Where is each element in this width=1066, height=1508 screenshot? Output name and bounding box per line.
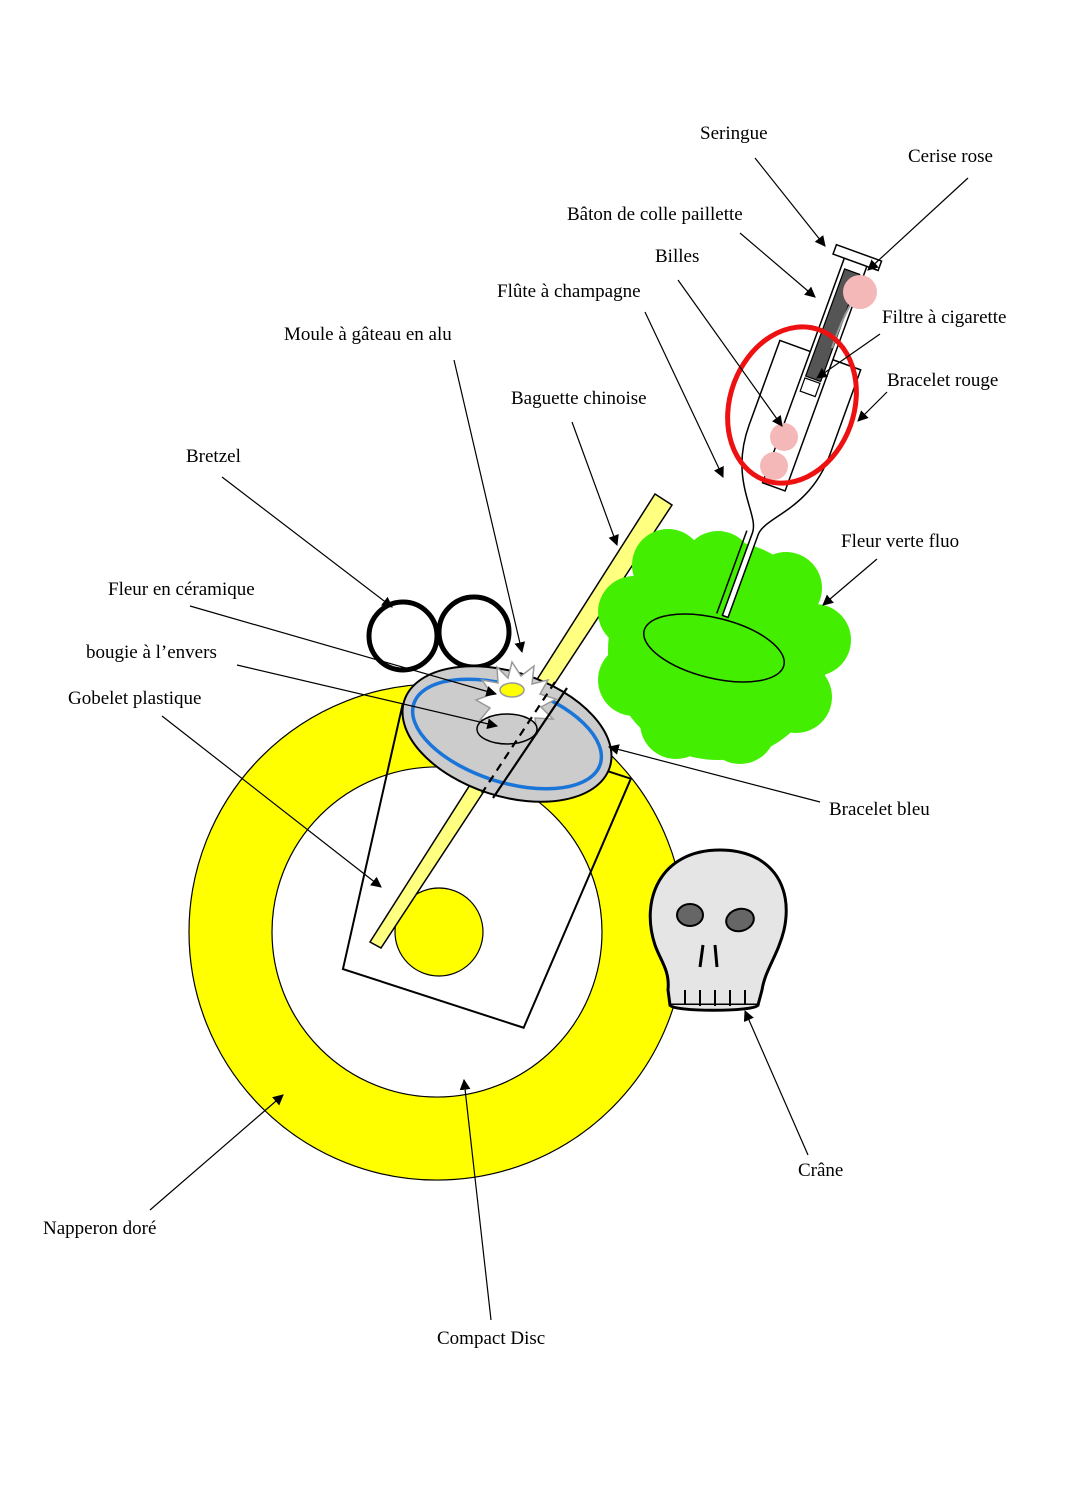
label-napperon: Napperon doré <box>43 1218 156 1239</box>
bretzel <box>366 594 512 673</box>
label-bracelet-rouge: Bracelet rouge <box>887 370 998 391</box>
moule-a-gateau <box>401 660 613 803</box>
crane-eye-left <box>676 903 704 927</box>
label-bougie: bougie à l’envers <box>86 642 217 663</box>
label-fleur-ceramique: Fleur en céramique <box>108 579 255 600</box>
label-flute: Flûte à champagne <box>497 281 641 302</box>
filtre-a-cigarette <box>799 377 821 398</box>
compact-disc-hub <box>394 887 484 977</box>
bille-1 <box>770 423 798 451</box>
label-bretzel: Bretzel <box>186 446 241 467</box>
label-moule: Moule à gâteau en alu <box>284 324 452 345</box>
labels: Seringue Cerise rose Bâton de colle pail… <box>43 123 1007 1349</box>
label-seringue: Seringue <box>700 123 768 144</box>
fleur-verte-fluo <box>598 529 851 764</box>
label-baton-colle: Bâton de colle paillette <box>567 204 743 225</box>
crane <box>648 848 788 1012</box>
label-gobelet: Gobelet plastique <box>68 688 202 709</box>
leader-lines <box>149 157 969 1321</box>
label-baguette: Baguette chinoise <box>511 388 647 409</box>
label-billes: Billes <box>655 246 699 267</box>
label-cerise-rose: Cerise rose <box>908 146 993 167</box>
cerise-rose <box>843 275 877 309</box>
label-filtre: Filtre à cigarette <box>882 307 1007 328</box>
napperon-dore <box>188 683 686 1181</box>
flute-base <box>643 613 785 683</box>
flute-a-champagne <box>716 339 862 619</box>
label-bracelet-bleu: Bracelet bleu <box>829 799 930 820</box>
label-fleur-verte: Fleur verte fluo <box>841 531 959 552</box>
bracelet-rouge <box>725 324 859 486</box>
label-compact-disc: Compact Disc <box>437 1328 545 1349</box>
bougie-a-l-envers <box>476 713 538 745</box>
label-crane: Crâne <box>798 1160 843 1181</box>
crane-eye-right <box>725 907 755 933</box>
bille-2 <box>760 452 788 480</box>
